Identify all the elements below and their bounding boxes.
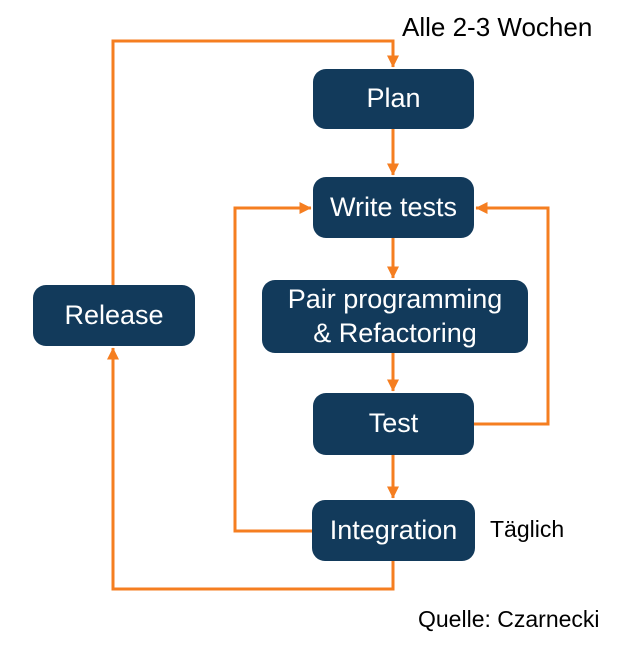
edge-integration-to-release-loop bbox=[107, 347, 395, 591]
node-test: Test bbox=[313, 393, 474, 455]
daily-frequency-label: Täglich bbox=[490, 516, 565, 542]
edge-release-to-plan-loop bbox=[111, 39, 399, 285]
source-label: Quelle: Czarnecki bbox=[418, 606, 600, 632]
edge-test-to-write-tests-loop bbox=[474, 202, 550, 426]
node-pair-programming: Pair programming & Refactoring bbox=[262, 280, 528, 353]
node-write-tests: Write tests bbox=[313, 177, 474, 238]
cycle-frequency-label: Alle 2-3 Wochen bbox=[402, 12, 593, 42]
node-integration: Integration bbox=[312, 500, 475, 561]
node-release: Release bbox=[33, 285, 195, 346]
edge-integration-to-write-tests-loop bbox=[233, 202, 312, 533]
node-plan: Plan bbox=[313, 69, 474, 129]
